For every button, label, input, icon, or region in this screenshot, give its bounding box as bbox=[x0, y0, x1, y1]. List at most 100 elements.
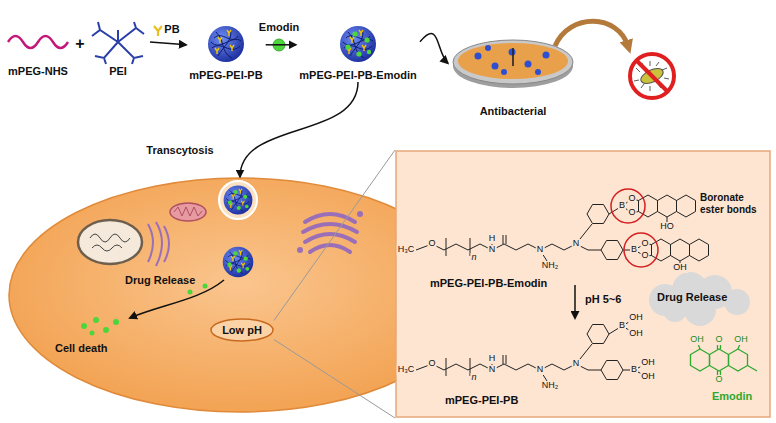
atom-label: B bbox=[618, 201, 626, 211]
atom-label: OH bbox=[628, 313, 644, 323]
drawing-path bbox=[90, 234, 130, 251]
drawing-circle bbox=[219, 181, 257, 219]
diagram-node: Antibacterial bbox=[448, 34, 578, 118]
diagram-node: mPEG-PEI-PB-Emodin bbox=[296, 20, 420, 82]
drawing-circle bbox=[630, 54, 674, 98]
atom-label: OH bbox=[628, 329, 644, 339]
atom-label: H₃C bbox=[397, 245, 416, 255]
drawing-g bbox=[649, 272, 750, 326]
drawing-use bbox=[224, 186, 253, 215]
drawing-path bbox=[637, 61, 667, 91]
node-label: Cell death bbox=[55, 342, 108, 355]
drawing-use bbox=[416, 325, 634, 382]
atom-label: O bbox=[427, 359, 436, 369]
node-label: Antibacterial bbox=[480, 105, 547, 118]
drawing-path bbox=[634, 61, 669, 91]
connector bbox=[274, 340, 395, 418]
atom-label: HO bbox=[659, 222, 675, 232]
diagram-node: PEI bbox=[86, 18, 150, 78]
connector bbox=[266, 44, 296, 46]
drawing-circle bbox=[624, 233, 658, 267]
drawing-circle bbox=[525, 61, 532, 68]
drawing-rect bbox=[396, 151, 770, 417]
atom-label: O bbox=[627, 208, 636, 218]
drawing-ellipse bbox=[458, 43, 568, 79]
drawing-circle bbox=[90, 331, 95, 336]
atom-label: B bbox=[618, 321, 626, 331]
connector bbox=[420, 33, 448, 63]
drawing-polygon bbox=[691, 349, 710, 371]
connector bbox=[240, 82, 358, 177]
drawing-use bbox=[227, 251, 249, 272]
drawing-circle bbox=[724, 289, 750, 315]
drawing-g bbox=[475, 45, 550, 75]
drawing-path bbox=[92, 22, 144, 64]
drawing-path bbox=[174, 207, 202, 216]
emodin-dots bbox=[345, 31, 371, 56]
drawing-polygon bbox=[729, 349, 748, 371]
node-label: Boronate ester bonds bbox=[700, 192, 768, 215]
drawing-use bbox=[416, 205, 634, 262]
drawing-circle bbox=[357, 211, 363, 217]
atom-label: N bbox=[488, 245, 497, 255]
connector bbox=[150, 42, 186, 45]
drawing-circle bbox=[535, 69, 541, 75]
node-label: pH 5~6 bbox=[585, 293, 621, 306]
drawing-polygon bbox=[690, 239, 709, 261]
drawing-polygon bbox=[652, 239, 671, 261]
atom-label: B bbox=[630, 245, 638, 255]
node-label: mPEG-PEI-PB bbox=[189, 69, 262, 82]
drawing-use bbox=[223, 247, 254, 278]
atom-label: OH bbox=[672, 263, 688, 273]
node-label: mPEG-PEI-PB-Emodin bbox=[430, 277, 547, 290]
connector bbox=[274, 150, 395, 320]
atom-label: O bbox=[640, 251, 649, 261]
drawing-ellipse bbox=[170, 203, 206, 221]
atom-label: O bbox=[627, 194, 636, 204]
atom-label: OH bbox=[640, 358, 656, 368]
atom-label: n bbox=[470, 373, 477, 383]
atom-label: OH bbox=[689, 335, 705, 345]
drawing-path bbox=[148, 222, 169, 266]
drawing-circle bbox=[203, 284, 208, 289]
drawing-polygon bbox=[710, 349, 729, 371]
drawing-circle bbox=[492, 63, 499, 70]
brown-arrow bbox=[555, 21, 628, 46]
drawing-ellipse bbox=[211, 319, 273, 341]
atom-label: NH₂ bbox=[541, 381, 560, 391]
drawing-circle bbox=[485, 45, 491, 51]
atom-label: N bbox=[572, 239, 581, 249]
pei-branches bbox=[92, 22, 144, 64]
node-label: mPEG-NHS bbox=[8, 65, 68, 78]
drawing-polygon bbox=[639, 195, 658, 217]
atom-label: OH bbox=[640, 372, 656, 382]
drawing-circle bbox=[81, 323, 87, 329]
diagram-node: mPEG-NHS bbox=[2, 24, 74, 78]
node-label: Emodin bbox=[712, 390, 752, 403]
drawing-circle bbox=[501, 69, 507, 75]
drawing-circle bbox=[475, 53, 482, 60]
node-label: Drug Release bbox=[125, 274, 195, 287]
drawing-circle bbox=[509, 49, 516, 56]
atom-label: N bbox=[572, 359, 581, 369]
drawing-g bbox=[691, 344, 758, 376]
drawing-circle bbox=[188, 290, 193, 295]
pb-icon bbox=[154, 26, 162, 36]
mpeg-chain bbox=[8, 36, 68, 48]
node-label: Low pH bbox=[222, 324, 262, 337]
drawing-path bbox=[512, 48, 514, 66]
atom-label: O bbox=[714, 335, 723, 345]
atom-label: N bbox=[536, 245, 545, 255]
atom-label: O bbox=[427, 239, 436, 249]
drawing-circle bbox=[611, 189, 645, 223]
atom-label: H bbox=[488, 354, 497, 364]
drawing-circle bbox=[543, 52, 550, 59]
atom-label: N bbox=[488, 365, 497, 375]
atom-label: OH bbox=[733, 335, 749, 345]
atom-label: N bbox=[536, 365, 545, 375]
node-label: mPEG-PEI-PB-Emodin bbox=[299, 69, 416, 82]
drawing-polygon bbox=[671, 239, 690, 261]
drawing-path bbox=[303, 214, 357, 252]
drawing-polygon bbox=[677, 195, 696, 217]
atom-label: NH₂ bbox=[541, 261, 560, 271]
